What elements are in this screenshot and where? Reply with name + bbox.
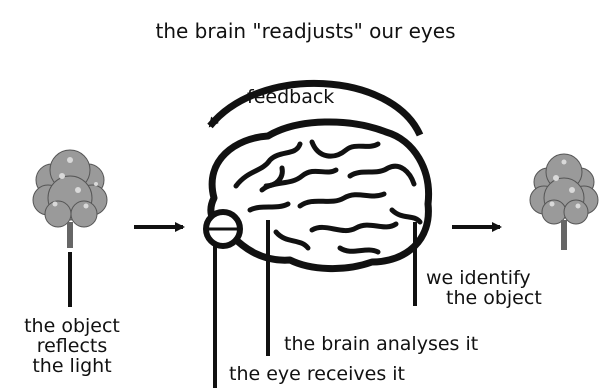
label-we-identify-line-1: we identify — [426, 267, 531, 289]
label-eye-receives: the eye receives it — [229, 363, 405, 385]
feedback-label: feedback — [247, 86, 335, 108]
brain-icon — [207, 118, 433, 272]
label-we-identify: we identify the object — [426, 268, 542, 308]
label-object-reflects-line-1: the object — [24, 315, 120, 337]
feedback-arrow — [207, 79, 424, 137]
label-we-identify-line-2: the object — [446, 287, 542, 309]
label-object-reflects-line-2: reflects — [36, 335, 108, 357]
tree-right-icon — [529, 153, 599, 250]
diagram-title: the brain "readjusts" our eyes — [155, 19, 456, 43]
eye-icon — [203, 209, 243, 249]
label-brain-analyses: the brain analyses it — [284, 333, 479, 355]
tree-left-icon — [32, 149, 108, 248]
label-object-reflects-line-3: the light — [32, 355, 112, 377]
label-object-reflects: the object reflects the light — [4, 316, 140, 376]
